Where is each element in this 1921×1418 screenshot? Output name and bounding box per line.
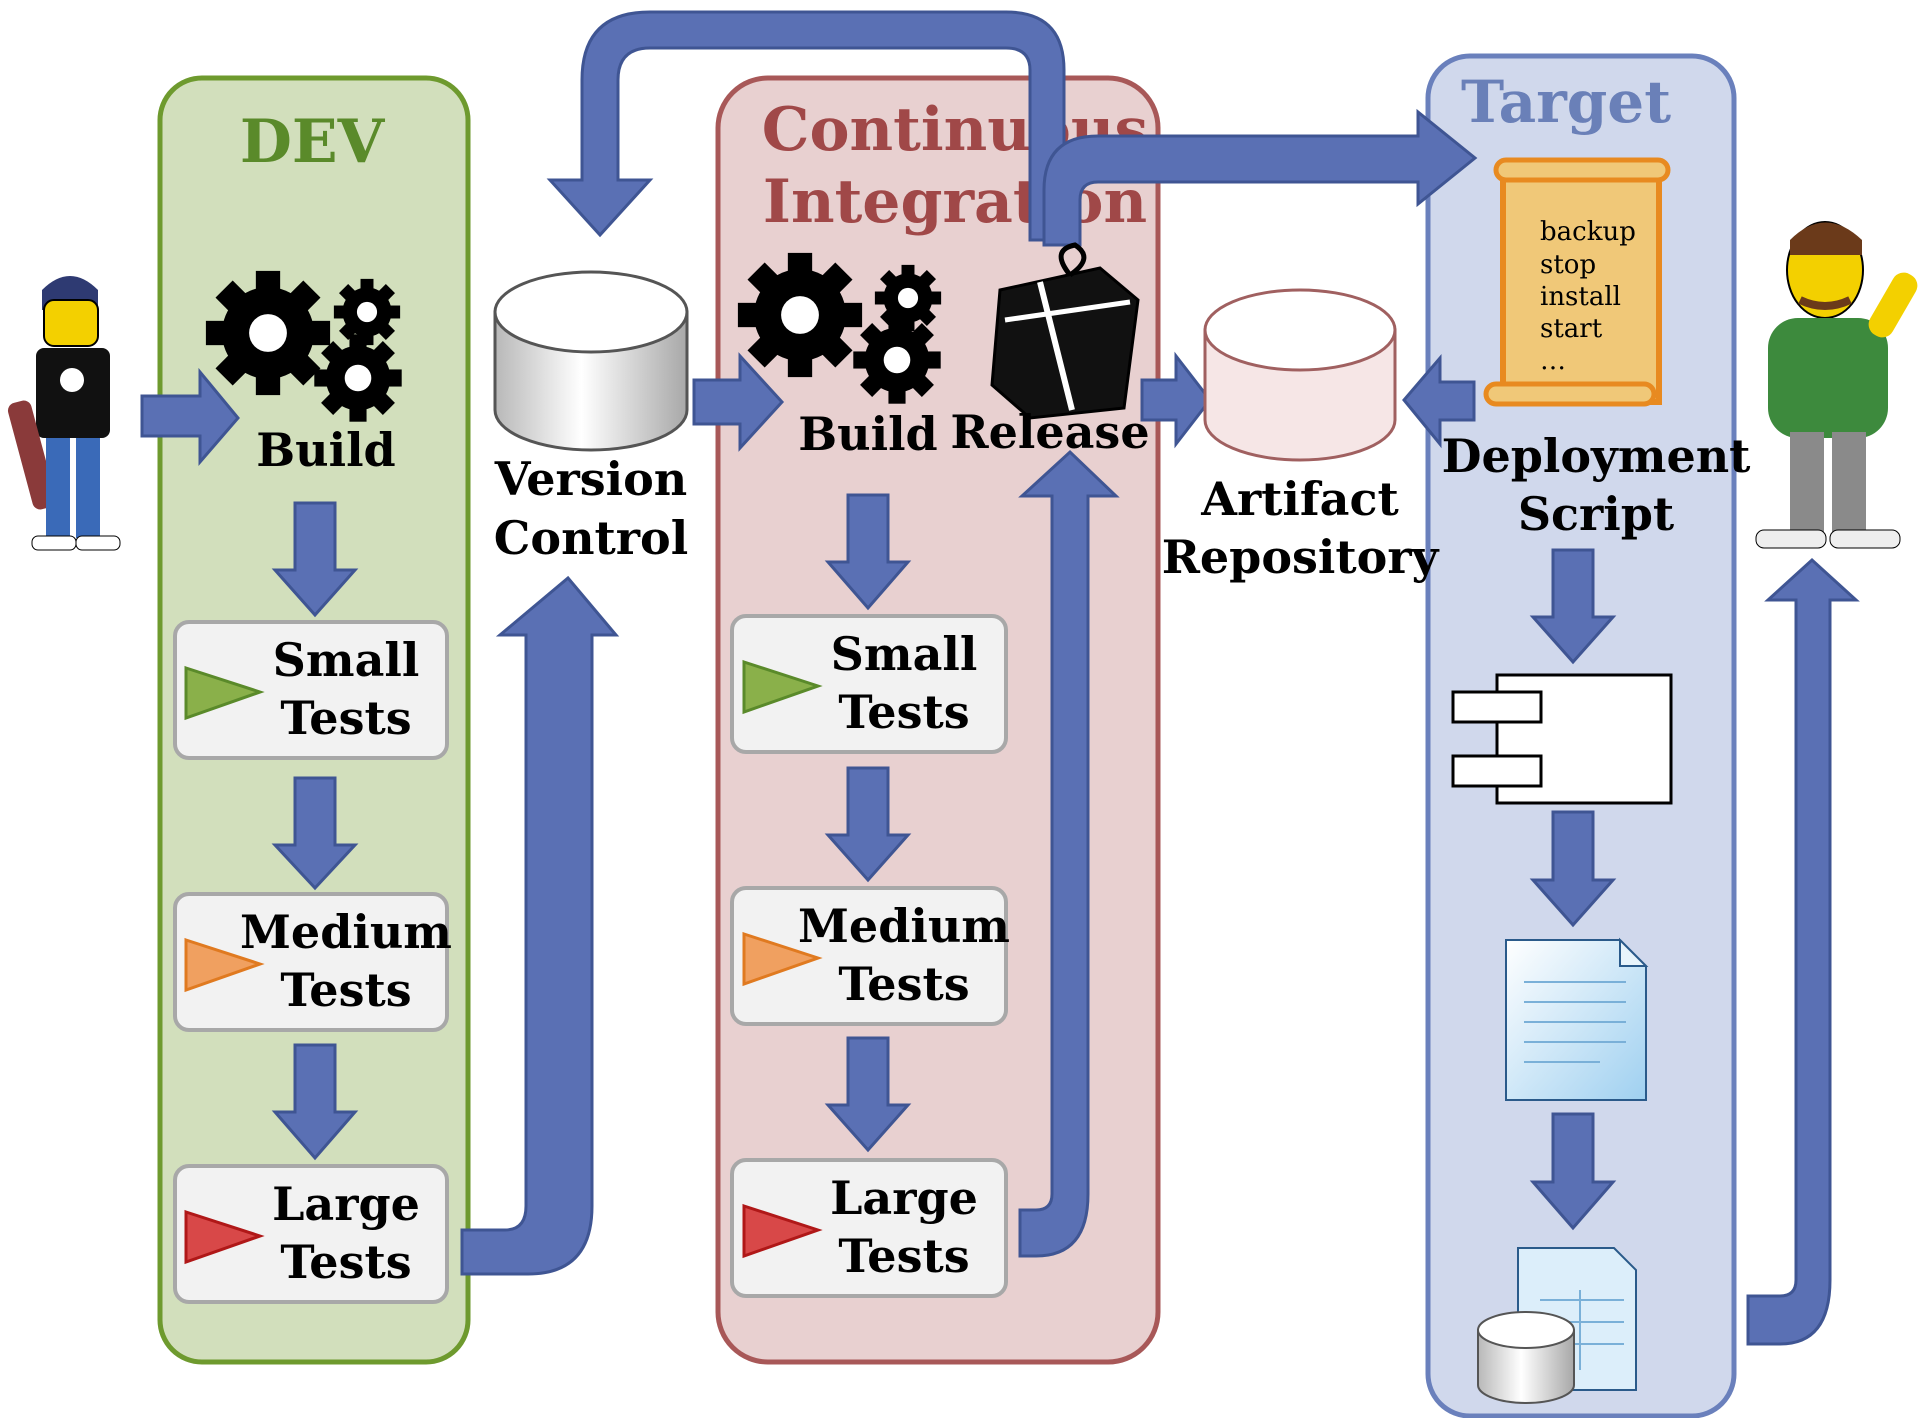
script-line-2: stop	[1540, 250, 1596, 280]
user-figure	[1755, 221, 1918, 549]
dev-small-tests-line2: Tests	[280, 691, 411, 745]
developer-figure	[7, 276, 121, 551]
target-arrow-1	[1529, 548, 1617, 665]
dev-medium-tests-line2: Tests	[280, 963, 411, 1017]
deploy-to-user-arrow	[1746, 557, 1860, 1346]
developer-to-build-arrow	[140, 367, 240, 467]
artifact-repository-line1: Artifact	[1200, 472, 1399, 526]
ci-large-tests-line2: Tests	[838, 1229, 969, 1283]
ci-small-tests-line1: Small	[831, 627, 978, 681]
deployment-script-scroll-icon: backup stop install start …	[1483, 157, 1671, 407]
document-icon	[1505, 937, 1649, 1101]
flow-arrows	[140, 10, 1860, 1346]
ci-medium-tests-box: Medium Tests	[730, 886, 1010, 1026]
script-line-3: install	[1540, 282, 1621, 312]
dev-small-tests-box: Small Tests	[173, 620, 449, 760]
script-line-4: start	[1540, 314, 1603, 344]
dev-arrow-2	[271, 776, 359, 891]
dev-to-vc-arrow	[460, 575, 620, 1276]
dev-build-label: Build	[256, 423, 395, 477]
ci-small-tests-line2: Tests	[838, 685, 969, 739]
version-control-line2: Control	[494, 511, 688, 565]
release-package-icon	[990, 242, 1140, 420]
target-lane-title: Target	[1461, 68, 1671, 136]
dev-medium-tests-line1: Medium	[240, 905, 452, 959]
script-line-1: backup	[1540, 217, 1636, 247]
script-line-5: …	[1540, 346, 1566, 376]
dev-arrow-3	[271, 1043, 359, 1161]
dev-large-tests-box: Large Tests	[173, 1164, 449, 1304]
dev-arrow-1	[271, 501, 359, 618]
release-to-artifact-arrow	[1140, 351, 1212, 449]
small-tests-icon	[184, 665, 265, 721]
ci-small-tests-box: Small Tests	[730, 614, 1008, 754]
artifact-repository-database-icon	[1203, 288, 1397, 462]
target-arrow-2	[1529, 810, 1617, 928]
release-to-target-arrow	[1042, 108, 1478, 247]
small-tests-icon	[742, 659, 823, 715]
deployment-script-line1: Deployment	[1442, 429, 1752, 483]
database-file-icon	[1477, 1247, 1637, 1404]
ci-release-label: Release	[950, 405, 1149, 459]
ci-arrow-2	[824, 766, 912, 883]
dev-small-tests-line1: Small	[273, 633, 420, 687]
vc-feedback-arrow	[546, 10, 1066, 242]
ci-medium-tests-line2: Tests	[838, 957, 969, 1011]
large-tests-icon	[184, 1209, 265, 1265]
deployment-script-line2: Script	[1518, 487, 1675, 541]
vc-to-ci-build-arrow	[692, 352, 785, 452]
component-icon	[1451, 673, 1673, 805]
ci-large-tests-line1: Large	[830, 1171, 978, 1225]
ci-large-tests-box: Large Tests	[730, 1158, 1008, 1298]
ci-medium-tests-line1: Medium	[798, 899, 1010, 953]
ci-to-release-arrow	[1018, 449, 1120, 1258]
dev-large-tests-line2: Tests	[280, 1235, 411, 1289]
ci-arrow-3	[824, 1036, 912, 1153]
medium-tests-icon	[184, 937, 265, 993]
version-control-line1: Version	[494, 452, 687, 506]
ci-arrow-1	[824, 493, 912, 611]
dev-lane-title: DEV	[240, 107, 386, 177]
large-tests-icon	[742, 1203, 823, 1259]
artifact-repository-line2: Repository	[1162, 530, 1440, 584]
ci-build-label: Build	[798, 407, 937, 461]
dev-medium-tests-box: Medium Tests	[173, 892, 452, 1032]
dev-large-tests-line1: Large	[272, 1177, 420, 1231]
medium-tests-icon	[742, 931, 823, 987]
target-arrow-3	[1529, 1112, 1617, 1231]
artifact-to-deployment-arrow	[1402, 353, 1476, 449]
version-control-database-icon	[493, 270, 689, 452]
